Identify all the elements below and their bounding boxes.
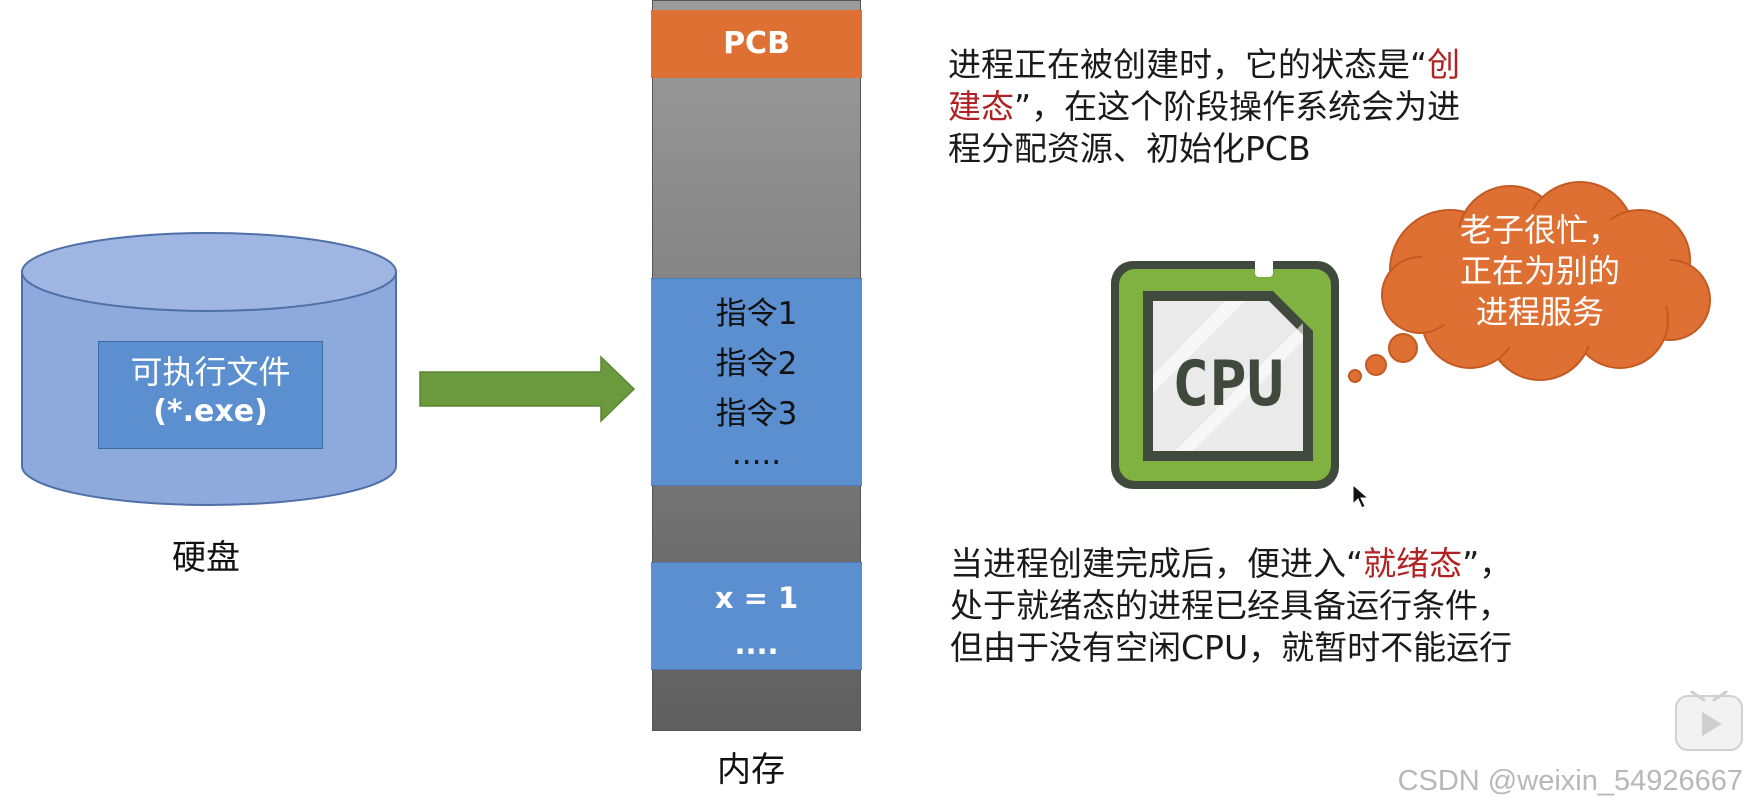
thought-bubble-cloud (1348, 181, 1711, 383)
creation-state-description: 进程正在被创建时，它的状态是“创 建态”，在这个阶段操作系统会为进 程分配资源、… (948, 44, 1528, 170)
data-block: x = 1 .... (651, 562, 862, 670)
instruction-item: 指令3 (715, 396, 798, 432)
text-segment: ”， (1462, 544, 1513, 583)
text-segment: ”，在这个阶段操作系统会为进 (1014, 87, 1461, 126)
text-segment: 处于就绪态的进程已经具备运行条件， (950, 586, 1511, 625)
watermark: CSDN @weixin_54926667 (1397, 765, 1743, 797)
instruction-block: 指令1 指令2 指令3 ..... (651, 278, 862, 486)
cpu-chip-label: CPU (1172, 347, 1284, 420)
instruction-item: 指令1 (715, 296, 798, 332)
text-segment: 进程正在被创建时，它的状态是“ (948, 45, 1428, 84)
data-ellipsis: .... (734, 627, 779, 661)
load-arrow (419, 355, 636, 423)
text-segment: 程分配资源、初始化PCB (948, 129, 1311, 168)
highlight-created-state: 创 (1427, 45, 1461, 84)
pcb-block: PCB (651, 10, 862, 78)
mouse-cursor-icon (1352, 484, 1370, 509)
ready-state-description: 当进程创建完成后，便进入“就绪态”， 处于就绪态的进程已经具备运行条件， 但由于… (950, 543, 1590, 669)
memory-caption: 内存 (717, 750, 785, 790)
thought-line: 正在为别的 (1459, 252, 1620, 290)
thought-bubble-text: 老子很忙， 正在为别的 进程服务 (1420, 210, 1660, 333)
cpu-chip-icon: CPU (1111, 255, 1339, 489)
executable-extension-label: (*.exe) (153, 394, 268, 429)
text-segment: 当进程创建完成后，便进入“ (950, 544, 1364, 583)
instruction-item: 指令2 (715, 346, 798, 382)
highlight-created-state: 建态 (948, 87, 1014, 126)
highlight-ready-state: 就绪态 (1363, 544, 1463, 583)
executable-file-box: 可执行文件 (*.exe) (98, 341, 323, 449)
hard-disk-caption: 硬盘 (172, 538, 240, 578)
thought-line: 进程服务 (1475, 293, 1604, 331)
text-segment: 但由于没有空闲CPU，就暂时不能运行 (950, 628, 1513, 667)
play-icon[interactable] (1674, 688, 1744, 754)
data-line: x = 1 (714, 581, 799, 615)
thought-line: 老子很忙， (1459, 211, 1620, 249)
instruction-ellipsis: ..... (731, 436, 782, 472)
executable-file-label: 可执行文件 (130, 353, 291, 391)
